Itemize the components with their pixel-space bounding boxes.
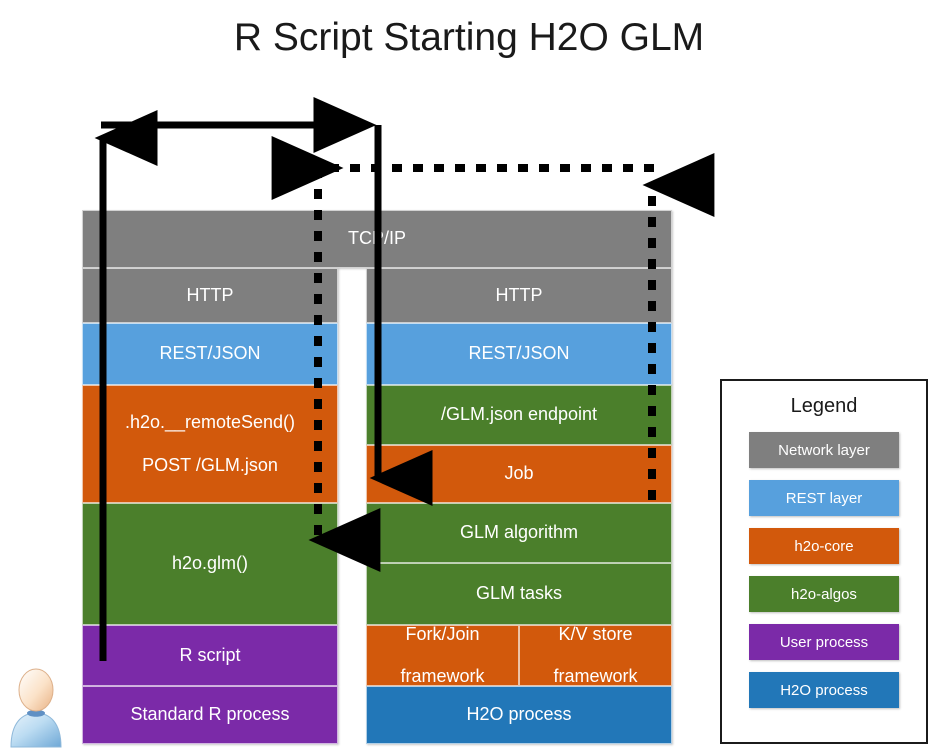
block-label: TCP/IP [347,228,406,249]
block-label: .h2o.__remoteSend() POST /GLM.json [87,412,333,476]
block-right-glm-tasks: GLM tasks [366,563,672,625]
legend-item-h2o-algos: h2o-algos [749,576,899,612]
block-left-h2o-glm: h2o.glm() [82,503,338,625]
block-left-rest-json: REST/JSON [82,323,338,385]
block-label: REST/JSON [468,343,570,364]
legend-item-label: H2O process [780,681,868,699]
block-right-fork-join-framework: Fork/Join framework [366,624,519,688]
legend-item-h2o-core: h2o-core [749,528,899,564]
block-right-job: Job [366,445,672,503]
legend-item-network-layer: Network layer [749,432,899,468]
legend-item-label: REST layer [785,489,863,507]
legend-item-label: h2o-core [794,537,854,555]
block-label-line1: .h2o.__remoteSend() [124,412,296,433]
user-avatar-icon [10,668,62,748]
block-label: Fork/Join framework [371,624,514,688]
block-label: R script [179,644,241,665]
block-label-line2: POST /GLM.json [142,454,278,475]
block-label-line2: framework [400,666,485,687]
legend-item-label: Network layer [778,441,870,459]
block-right-glm-algorithm: GLM algorithm [366,503,672,563]
block-left-remote-send: .h2o.__remoteSend() POST /GLM.json [82,385,338,503]
block-left-http: HTTP [82,268,338,323]
block-label: HTTP [495,284,543,305]
block-label-line1: Fork/Join [405,623,480,644]
legend-title: Legend [790,395,858,417]
block-label: GLM tasks [475,583,563,604]
block-label-line1: K/V store [558,623,633,644]
block-tcp-ip: TCP/IP [82,210,672,268]
legend-panel: Legend Network layer REST layer h2o-core… [720,379,928,744]
block-label: /GLM.json endpoint [440,404,598,425]
block-right-h2o-process: H2O process [366,686,672,744]
block-right-kv-store-framework: K/V store framework [519,624,672,688]
block-label: HTTP [186,284,234,305]
legend-item-rest-layer: REST layer [749,480,899,516]
legend-item-label: h2o-algos [791,585,857,603]
block-label-line2: framework [553,666,638,687]
block-label: GLM algorithm [459,522,579,543]
block-right-glm-json-endpoint: /GLM.json endpoint [366,385,672,445]
block-right-rest-json: REST/JSON [366,323,672,385]
block-label: h2o.glm() [171,553,249,574]
legend-item-label: User process [779,633,869,651]
legend-item-h2o-process: H2O process [749,672,899,708]
block-label: H2O process [466,704,572,725]
block-label: K/V store framework [524,624,667,688]
block-label: Job [504,463,534,484]
block-left-r-script: R script [82,625,338,686]
block-label: REST/JSON [159,343,261,364]
page-title: R Script Starting H2O GLM [233,16,705,59]
legend-items: Network layer REST layer h2o-core h2o-al… [722,432,926,720]
block-right-http: HTTP [366,268,672,323]
block-label: Standard R process [130,704,290,725]
block-left-standard-r-process: Standard R process [82,686,338,744]
legend-item-user-process: User process [749,624,899,660]
